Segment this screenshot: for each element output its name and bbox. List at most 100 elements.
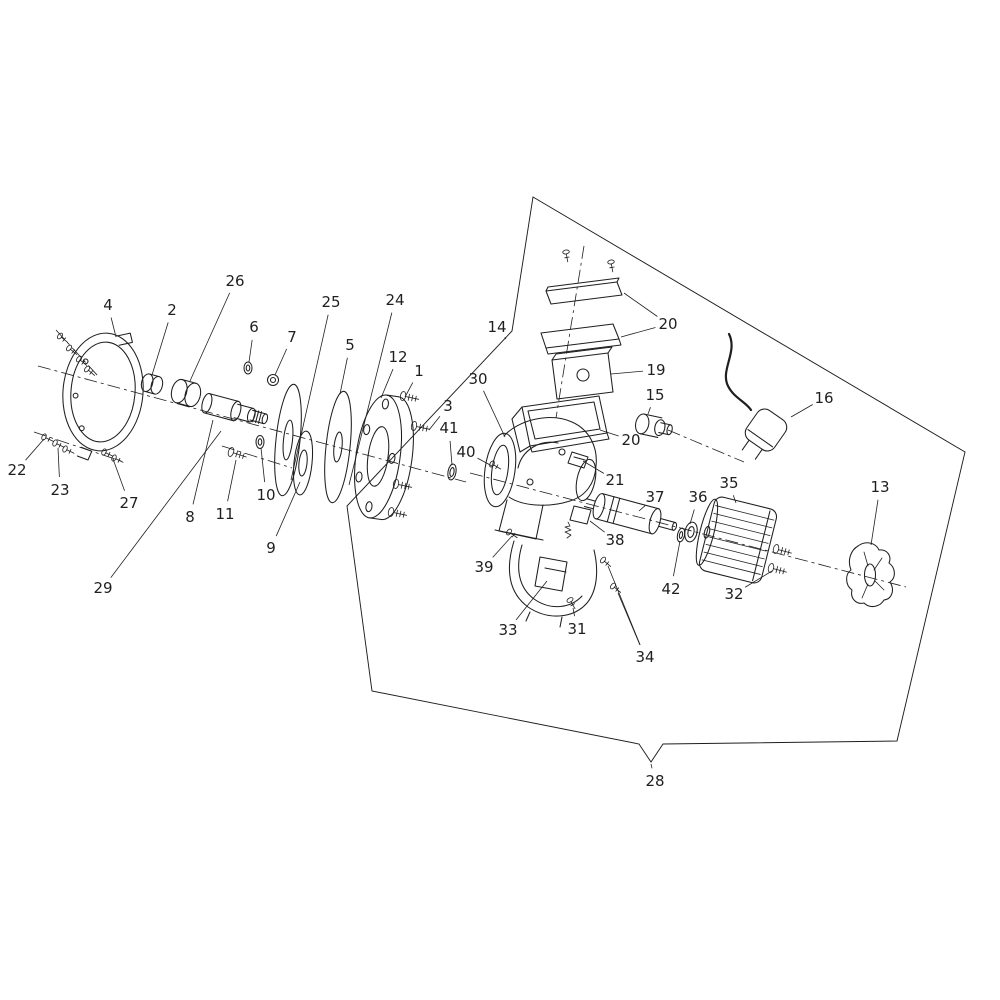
part-15-switch xyxy=(635,413,673,438)
part-5-disc xyxy=(324,390,352,504)
part-10-washer xyxy=(255,434,265,450)
leader-line-3 xyxy=(428,415,441,431)
part-label-31: 31 xyxy=(567,620,586,638)
part-label-33: 33 xyxy=(498,621,517,639)
leader-line-33 xyxy=(515,580,548,621)
leader-line-31 xyxy=(572,607,575,617)
part-label-3: 3 xyxy=(443,397,453,415)
leader-line-41 xyxy=(449,440,453,466)
leader-line-21 xyxy=(582,460,605,474)
part-label-16: 16 xyxy=(814,389,833,407)
part-label-42: 42 xyxy=(661,580,680,598)
leader-line-37 xyxy=(638,505,646,512)
leader-line-9 xyxy=(275,481,301,537)
part-label-4: 4 xyxy=(103,296,113,314)
part-label-41: 41 xyxy=(439,419,458,437)
leader-line-42 xyxy=(673,540,681,577)
part-label-13: 13 xyxy=(870,478,889,496)
leader-line-13 xyxy=(870,499,879,546)
leader-line-1 xyxy=(404,382,414,398)
part-19-box xyxy=(551,346,614,400)
part-11-bolt xyxy=(226,446,249,462)
part-29-spindle xyxy=(201,393,269,425)
part-9-flange-disc xyxy=(292,430,314,496)
leader-line-35 xyxy=(732,495,737,504)
leader-line-14 xyxy=(504,337,507,340)
part-38-brush-holder xyxy=(564,505,592,539)
leader-line-34 xyxy=(617,592,641,646)
part-label-30: 30 xyxy=(468,370,487,388)
part-label-32: 32 xyxy=(724,585,743,603)
leader-line-8 xyxy=(192,419,214,505)
leader-line-39 xyxy=(492,535,513,558)
part-label-40: 40 xyxy=(456,443,475,461)
part-label-7: 7 xyxy=(287,328,297,346)
leader-line-23 xyxy=(57,447,60,478)
part-label-38: 38 xyxy=(605,531,624,549)
part-37-rotor xyxy=(583,493,678,535)
leader-lines-layer xyxy=(25,292,879,769)
leader-line-11 xyxy=(227,459,237,502)
part-label-6: 6 xyxy=(249,318,259,336)
leader-line-22 xyxy=(25,438,45,461)
part-20-tray xyxy=(511,395,610,453)
cover-screws xyxy=(561,248,617,273)
leader-line-36 xyxy=(689,509,695,525)
leader-line-30 xyxy=(483,390,506,438)
part-2-spacer xyxy=(140,373,164,395)
part-7-nut xyxy=(266,373,280,387)
part-16-power-cord xyxy=(724,332,788,460)
leader-line-40 xyxy=(477,457,493,467)
leader-line-4 xyxy=(110,317,117,338)
leader-line-15 xyxy=(647,407,651,415)
part-label-35: 35 xyxy=(719,474,738,492)
part-label-8: 8 xyxy=(185,508,195,526)
part-40-screw xyxy=(488,459,503,473)
leader-line-26 xyxy=(189,292,231,382)
part-label-27: 27 xyxy=(119,494,138,512)
part-20-plate-lower xyxy=(540,323,622,355)
part-label-34: 34 xyxy=(635,648,654,666)
part-label-28: 28 xyxy=(645,772,664,790)
leader-line-38 xyxy=(589,520,605,533)
part-label-5: 5 xyxy=(345,336,355,354)
leader-line-10 xyxy=(260,447,266,483)
part-20-plate-upper xyxy=(545,277,623,305)
part-35-motor xyxy=(695,496,778,584)
leader-line-2 xyxy=(151,322,169,376)
leader-line-16 xyxy=(790,404,813,418)
leader-line-32 xyxy=(744,570,773,588)
leader-line-20 xyxy=(623,292,658,317)
leader-line-27 xyxy=(112,458,125,491)
part-4-wheel-guard xyxy=(62,332,144,461)
part-label-11: 11 xyxy=(215,505,234,523)
part-label-37: 37 xyxy=(645,488,664,506)
leader-line-7 xyxy=(274,348,288,376)
part-label-23: 23 xyxy=(50,481,69,499)
part-label-19: 19 xyxy=(646,361,665,379)
part-label-24: 24 xyxy=(385,291,404,309)
part-label-36: 36 xyxy=(688,488,707,506)
part-25-disc xyxy=(274,383,302,497)
part-label-39: 39 xyxy=(474,558,493,576)
part-label-20: 20 xyxy=(621,431,640,449)
leader-line-24 xyxy=(348,312,393,486)
part-label-25: 25 xyxy=(321,293,340,311)
leader-line-5 xyxy=(339,357,348,395)
part-label-29: 29 xyxy=(93,579,112,597)
part-label-2: 2 xyxy=(167,301,177,319)
part-label-14: 14 xyxy=(487,318,506,336)
part-label-26: 26 xyxy=(225,272,244,290)
leader-line-20 xyxy=(599,429,619,437)
top-cover-stack xyxy=(511,248,623,453)
part-12-mounting-flange xyxy=(354,394,414,521)
leader-line-25 xyxy=(290,314,329,481)
part-label-15: 15 xyxy=(645,386,664,404)
part-label-10: 10 xyxy=(256,486,275,504)
leader-line-28 xyxy=(650,763,653,769)
part-13-fan xyxy=(846,542,895,608)
base-plate-outline xyxy=(346,196,966,763)
